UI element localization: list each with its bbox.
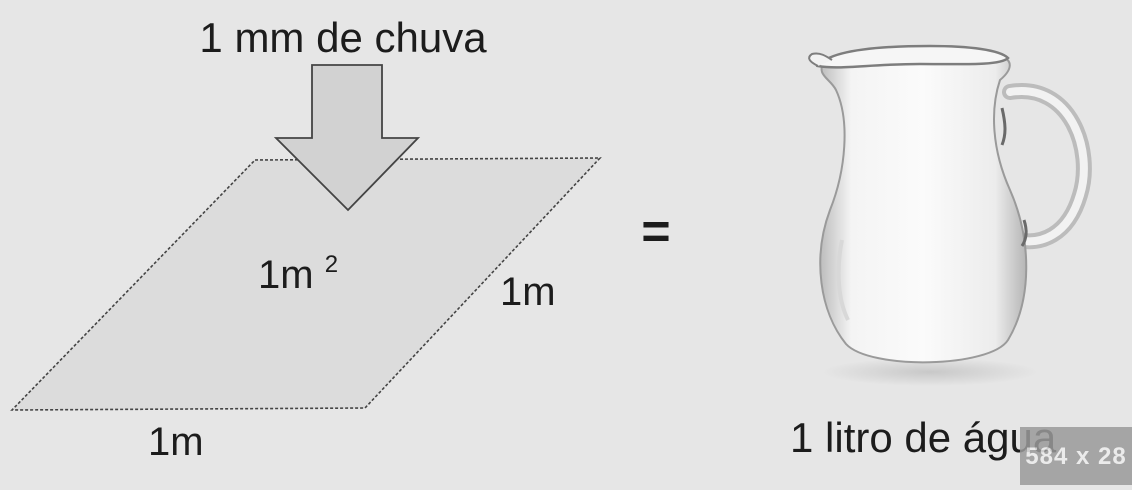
water-jug-icon xyxy=(808,44,1092,386)
area-plane xyxy=(10,157,602,411)
dimension-badge: 584 x 28 xyxy=(1020,427,1132,485)
equals-sign: = xyxy=(641,203,670,259)
down-arrow-icon xyxy=(273,64,421,212)
result-label: 1 litro de água xyxy=(790,414,1057,461)
side-length-label: 1m xyxy=(500,270,556,314)
area-label-superscript: 2 xyxy=(325,251,338,278)
area-label: 1m 2 xyxy=(258,251,338,297)
rain-label: 1 mm de chuva xyxy=(199,14,487,61)
area-label-base: 1m xyxy=(258,253,314,297)
dimension-badge-text: 584 x 28 xyxy=(1025,443,1127,470)
bottom-length-label: 1m xyxy=(148,420,204,464)
